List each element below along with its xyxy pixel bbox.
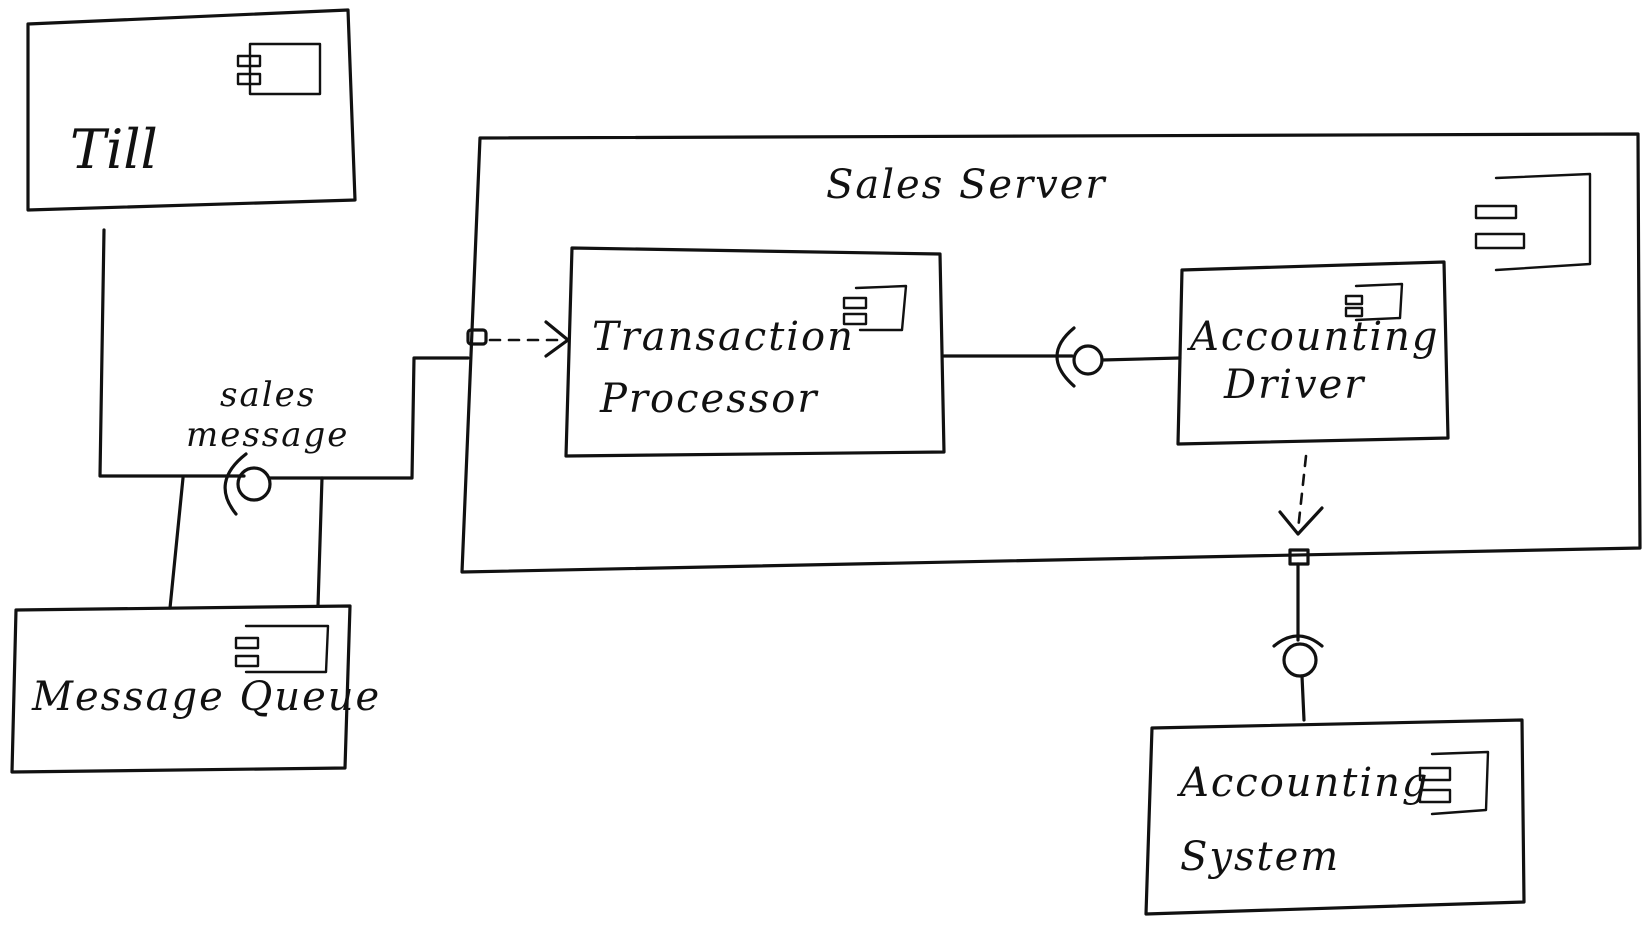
till-component: Till (26, 8, 357, 212)
sales-message-connections (98, 228, 470, 610)
accounting-system-component: Accounting System (1144, 718, 1526, 916)
sales-server-label: Sales Server (826, 162, 1107, 208)
component-icon (1418, 750, 1490, 816)
sales-server-port-bottom (1288, 548, 1310, 566)
accounting-driver-component: Accounting Driver (1176, 260, 1450, 446)
transaction-processor-label-line2: Processor (599, 376, 819, 422)
delegation-arrow-in (488, 320, 570, 358)
provided-interface-ball (236, 466, 272, 502)
accounting-system-label-line2: System (1180, 834, 1340, 880)
provided-interface-ball (1282, 642, 1318, 678)
accounting-system-label-line1: Accounting (1176, 760, 1430, 806)
sales-message-interface: sales message (186, 375, 349, 516)
accounting-driver-label-line1: Accounting (1186, 314, 1440, 360)
component-icon (234, 624, 330, 674)
required-interface-socket (1055, 326, 1076, 388)
sales-server-component: Sales Server (460, 132, 1642, 574)
transaction-processor-component: Transaction Processor (564, 246, 946, 458)
sales-message-label-line1: sales (220, 375, 316, 415)
message-queue-label: Message Queue (31, 674, 381, 720)
required-interface-socket (1272, 634, 1324, 648)
component-icon (236, 42, 322, 96)
accounting-interface (942, 326, 1182, 388)
provided-interface-ball (1072, 344, 1104, 376)
accounting-system-interface (1272, 562, 1324, 722)
till-label: Till (70, 118, 158, 181)
sales-message-label-line2: message (186, 415, 349, 455)
component-icon (842, 284, 908, 332)
required-interface-socket (223, 452, 248, 516)
message-queue-component: Message Queue (10, 604, 381, 774)
transaction-processor-label-line1: Transaction (592, 314, 855, 360)
component-icon (1474, 172, 1592, 272)
component-icon (1344, 282, 1404, 322)
accounting-driver-label-line2: Driver (1223, 362, 1366, 408)
sales-server-port-left (466, 328, 488, 346)
delegation-arrow-out (1278, 454, 1324, 536)
